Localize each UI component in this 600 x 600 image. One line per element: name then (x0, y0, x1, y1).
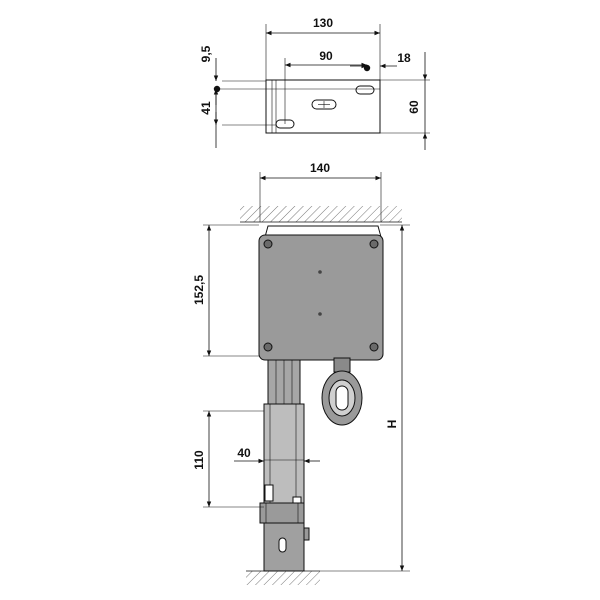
bracket-slot-upper (355, 85, 375, 95)
label-column-width: 40 (237, 446, 251, 460)
dimension-hole-vertical: 41 (199, 89, 219, 148)
dimension-hole-spacing: 90 (284, 49, 367, 124)
dimension-column-width: 40 (234, 446, 320, 464)
label-top-offset: 9,5 (199, 45, 213, 62)
housing (258, 234, 384, 361)
label-bracket-width: 130 (313, 16, 333, 30)
column (259, 354, 305, 524)
label-total-height: H (385, 420, 399, 429)
dimension-total-height: H (320, 224, 410, 572)
floor-unit (263, 522, 310, 572)
bracket-top-view (213, 64, 381, 134)
dimension-bracket-height: 60 (380, 52, 430, 150)
dimension-lower-length: 110 (192, 410, 264, 508)
label-housing-height: 152,5 (192, 275, 206, 305)
label-hole-vertical: 41 (199, 101, 213, 115)
dimension-top-offset: 9,5 (199, 45, 219, 81)
dimension-housing-width: 140 (259, 161, 382, 222)
ceiling (240, 206, 402, 223)
mounting-plate (264, 225, 382, 238)
label-bracket-height: 60 (407, 100, 421, 114)
dimension-housing-height: 152,5 (192, 224, 259, 357)
label-lower-length: 110 (192, 450, 206, 470)
label-housing-width: 140 (310, 161, 330, 175)
label-hole-spacing: 90 (319, 49, 333, 63)
floor (246, 570, 320, 585)
pendant-handle (321, 357, 363, 426)
dimension-edge-offset: 18 (350, 51, 411, 69)
dimension-bracket-width: 130 (265, 16, 381, 80)
label-edge-offset: 18 (397, 51, 411, 65)
